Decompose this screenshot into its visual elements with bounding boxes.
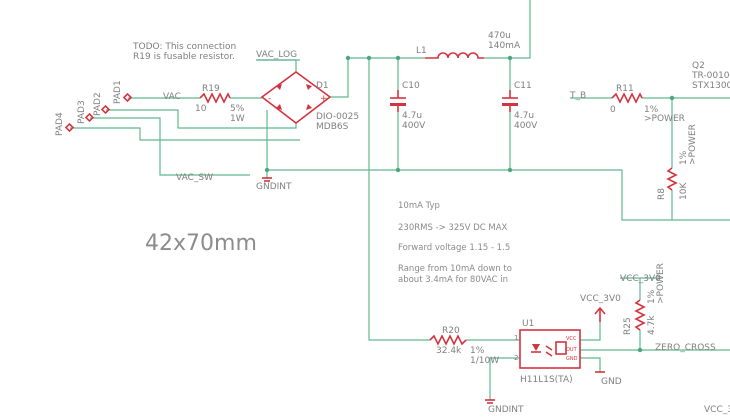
net-vac: VAC (163, 92, 181, 102)
net-vac-sw: VAC_SW (176, 173, 213, 183)
junctions (264, 55, 675, 353)
svg-text:+: + (320, 94, 328, 104)
r8-pkg: >POWER (688, 124, 698, 165)
svg-text:-: - (268, 94, 271, 104)
c10-capacitor (390, 90, 406, 112)
c11-voltage: 400V (514, 121, 538, 131)
c11-capacitor (502, 90, 518, 112)
gnd-symbol-gndint-1 (262, 177, 272, 182)
r11-pkg: >POWER (644, 114, 685, 124)
vcc-arrow-symbol (594, 306, 606, 322)
pad3-label: PAD3 (77, 100, 87, 124)
u1-value: H11L1S(TA) (520, 375, 573, 385)
d1-ref: D1 (316, 81, 329, 91)
r8-value: 10K (679, 182, 689, 200)
r19-value: 10 (195, 104, 207, 114)
pad-symbols (64, 92, 133, 133)
r20-tol: 1% (470, 346, 485, 356)
note-todo-1: TODO: This connection (132, 42, 236, 52)
r19-ref: R19 (202, 84, 220, 94)
l1-value: 470u (488, 31, 511, 41)
r8-ref: R8 (657, 188, 667, 200)
c10-voltage: 400V (402, 121, 426, 131)
pad1-label: PAD1 (113, 80, 123, 104)
note-fwd-voltage: Forward voltage 1.15 - 1.5 (398, 243, 510, 253)
r20-resistor (429, 334, 467, 346)
c10-value: 4.7u (402, 111, 422, 121)
net-gndint-2: GNDINT (488, 405, 524, 415)
r11-value: 0 (610, 105, 616, 115)
c11-value: 4.7u (514, 111, 534, 121)
net-vcc-3: VCC_3 (704, 405, 730, 415)
note-typ: 10mA Typ (398, 201, 440, 211)
u1-optocoupler: VCC OUT GND 1 2 (514, 329, 581, 369)
wires (70, 0, 730, 400)
note-range-1: Range from 10mA down to (398, 264, 512, 274)
net-gnd: GND (601, 377, 622, 387)
d1-part: DIO-0025 (316, 112, 359, 122)
r19-tol: 5% (230, 104, 245, 114)
r11-ref: R11 (616, 84, 634, 94)
r19-power: 1W (230, 114, 245, 124)
l1-current: 140mA (488, 41, 521, 51)
r19-resistor (199, 92, 231, 104)
r8-resistor (666, 167, 678, 191)
svg-text:1: 1 (514, 334, 518, 342)
svg-text:OUT: OUT (566, 347, 578, 353)
r11-tol: 1% (644, 105, 659, 115)
r20-value: 32.4k (436, 346, 462, 356)
r20-ref: R20 (442, 326, 460, 336)
q2-line2: STX1300 (692, 81, 730, 91)
pad4-label: PAD4 (55, 112, 65, 136)
svg-text:GND: GND (566, 356, 578, 362)
r25-ref: R25 (623, 317, 633, 335)
note-vac-range: 230RMS -> 325V DC MAX (398, 223, 508, 233)
gnd-symbol-gndint-2 (485, 399, 495, 404)
q2-line1: TR-0010 (691, 71, 730, 81)
r20-power: 1/10W (470, 356, 499, 366)
note-range-2: about 3.4mA for 80VAC in (398, 275, 508, 285)
l1-ref: L1 (416, 46, 427, 56)
net-vac-log: VAC_LOG (256, 50, 297, 60)
net-zero-cross: ZERO_CROSS (655, 343, 716, 353)
svg-text:VCC: VCC (566, 336, 577, 342)
note-todo-2: R19 is fusable resistor. (133, 52, 235, 62)
d1-value: MDB6S (316, 122, 349, 132)
net-gndint-1: GNDINT (256, 182, 292, 192)
r11-resistor (611, 92, 643, 104)
c11-ref: C11 (514, 81, 532, 91)
r8-tol: 1% (679, 150, 689, 165)
r25-resistor (634, 299, 646, 331)
r25-value: 4.7k (647, 315, 657, 335)
u1-ref: U1 (522, 319, 534, 329)
net-vcc-3v0-1: VCC_3V0 (580, 294, 621, 304)
c10-ref: C10 (402, 81, 420, 91)
d1-bridge-rectifier: - + (260, 71, 332, 125)
net-t-b: T_B (569, 91, 586, 101)
net-vcc-3v0-2: VCC_3V0 (620, 274, 661, 284)
l1-inductor (425, 52, 484, 59)
r25-tol: 1% (647, 289, 657, 304)
svg-text:2: 2 (514, 354, 518, 362)
pad2-label: PAD2 (93, 92, 103, 116)
r25-pkg: >POWER (656, 263, 666, 304)
q2-ref: Q2 (692, 61, 705, 71)
board-size-label: 42x70mm (145, 231, 257, 256)
